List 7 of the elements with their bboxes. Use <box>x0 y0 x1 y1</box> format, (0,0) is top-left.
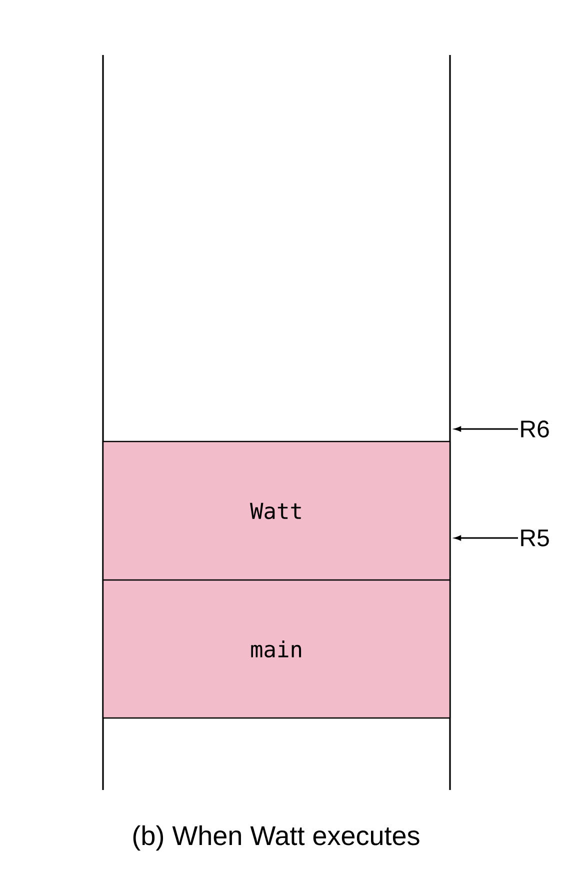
stack-frame-box: Watt <box>102 440 451 582</box>
register-label: R6 <box>521 420 549 438</box>
pointer-arrow <box>454 426 518 432</box>
caption: (b) When Watt executes <box>133 825 420 851</box>
pointer-arrow <box>454 535 518 541</box>
register-label: R5 <box>521 530 549 546</box>
stack-frame-box: main <box>102 579 451 719</box>
